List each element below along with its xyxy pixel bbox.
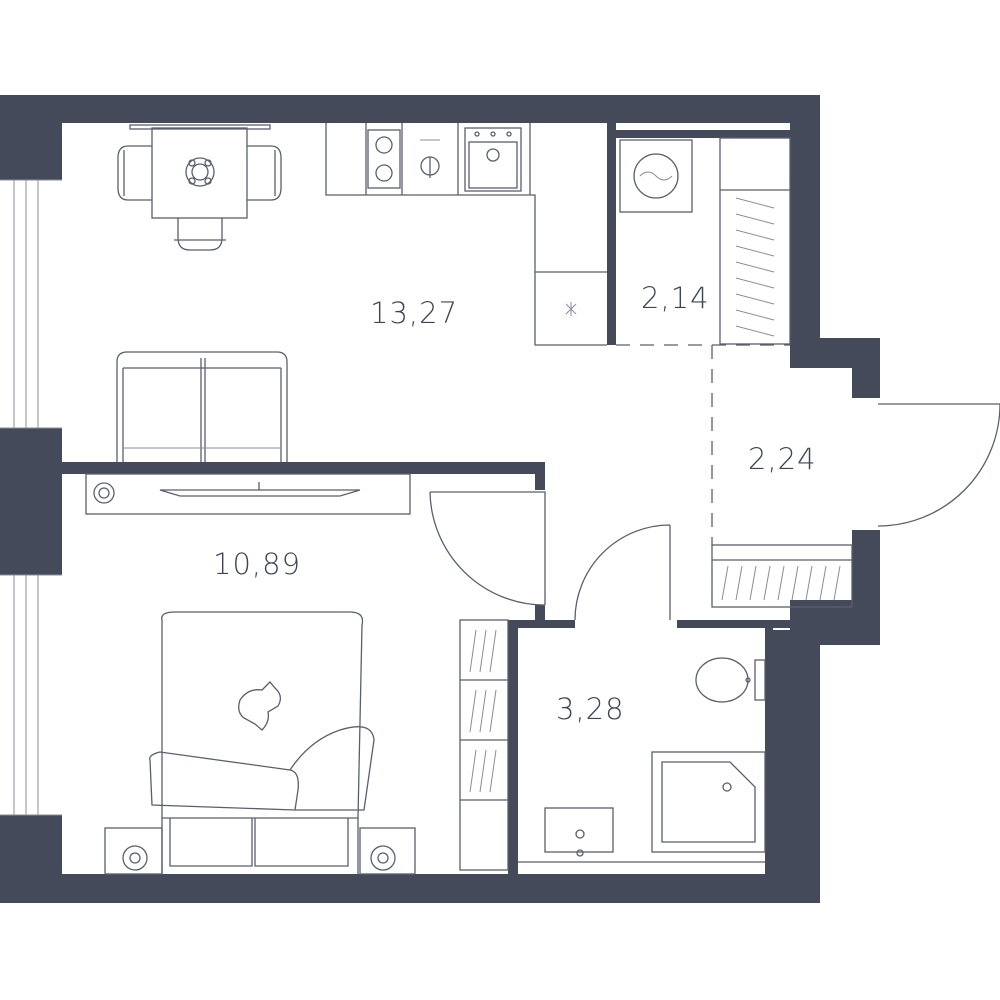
toilet-icon bbox=[695, 657, 766, 703]
lamp-left-icon bbox=[122, 845, 148, 871]
area-bedroom: 10,89 bbox=[213, 547, 301, 581]
washbasin-icon bbox=[544, 807, 614, 857]
nightstands bbox=[104, 827, 416, 875]
dining-set bbox=[117, 124, 282, 251]
wall-laundry-top bbox=[616, 130, 790, 138]
laundry-furniture bbox=[619, 137, 791, 345]
doors bbox=[429, 403, 1000, 621]
room-labels: 13,27 2,14 2,24 10,89 3,28 bbox=[213, 281, 817, 726]
sink-icon bbox=[464, 127, 522, 192]
area-hallway: 2,24 bbox=[748, 442, 817, 476]
stove-icon bbox=[367, 129, 401, 189]
area-bathroom: 3,28 bbox=[556, 692, 625, 726]
exterior-wall bbox=[0, 95, 880, 903]
bed bbox=[149, 611, 375, 874]
walls bbox=[0, 95, 880, 903]
wall-bath-top-left bbox=[508, 620, 575, 628]
dining-table bbox=[151, 127, 248, 219]
cat-icon bbox=[238, 681, 282, 731]
faucet-icon bbox=[420, 139, 440, 178]
kitchen-counter bbox=[325, 123, 607, 346]
washing-machine bbox=[619, 139, 693, 213]
bedroom-wardrobe bbox=[459, 619, 509, 871]
bathroom-fixtures bbox=[518, 657, 766, 863]
window-left-bottom bbox=[0, 575, 62, 815]
wall-bath-top-right bbox=[677, 620, 790, 628]
zone-dividers bbox=[616, 344, 790, 545]
light-icon bbox=[565, 302, 577, 316]
tv-stand bbox=[85, 473, 411, 515]
wardrobe-laundry bbox=[719, 137, 791, 345]
bedroom-door bbox=[429, 491, 546, 606]
sofa bbox=[116, 351, 288, 462]
hallway-wardrobe bbox=[711, 544, 853, 608]
area-kitchen-living: 13,27 bbox=[370, 296, 458, 330]
bathroom-door bbox=[574, 524, 671, 621]
flower-vase-icon bbox=[185, 157, 215, 187]
wall-laundry-left bbox=[607, 123, 616, 345]
shower-icon bbox=[651, 751, 766, 853]
wall-bath-right bbox=[765, 620, 773, 874]
area-laundry: 2,14 bbox=[641, 281, 710, 315]
entrance-door bbox=[877, 403, 1000, 527]
wall-bath-left bbox=[508, 620, 518, 874]
lamp-right-icon bbox=[370, 845, 396, 871]
plant-icon bbox=[93, 482, 115, 504]
